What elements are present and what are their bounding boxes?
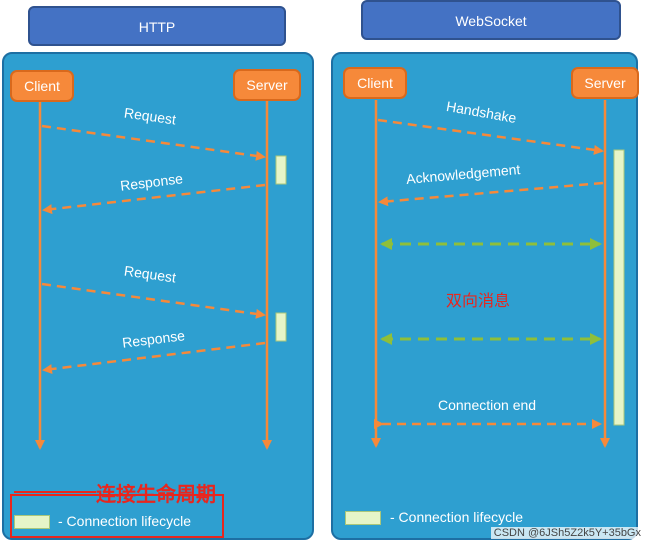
http-server-label: Server	[246, 77, 288, 93]
annotation-highlight-box	[10, 494, 224, 538]
ws-acknowledgement-arrow	[378, 181, 604, 207]
websocket-panel	[331, 52, 638, 540]
websocket-title: WebSocket	[455, 13, 527, 29]
ws-connection-end-label: Connection end	[438, 397, 537, 413]
ws-client-node: Client	[343, 67, 407, 99]
http-lifecycle-bar-1	[275, 155, 287, 185]
websocket-title-box: WebSocket	[361, 0, 621, 40]
ws-handshake-arrow	[377, 118, 604, 155]
http-server-node: Server	[233, 69, 301, 101]
ws-legend-swatch	[345, 511, 381, 525]
ws-legend-text: - Connection lifecycle	[390, 509, 524, 525]
http-lifecycle-bar-2	[275, 312, 287, 342]
http-title: HTTP	[138, 19, 176, 35]
ws-client-label: Client	[357, 75, 393, 91]
http-response-1-arrow	[42, 183, 266, 215]
http-legend-swatch	[14, 515, 50, 529]
ws-server-node: Server	[571, 67, 639, 99]
ws-server-label: Server	[584, 75, 626, 91]
http-client-node: Client	[10, 70, 74, 102]
http-request-2-arrow	[41, 282, 266, 319]
csdn-watermark: CSDN @6JSh5Z2k5Y+35bGx	[490, 527, 644, 539]
http-response-2-arrow	[42, 341, 266, 374]
ws-lifecycle-bar	[613, 149, 625, 426]
ws-bidirectional-label: 双向消息	[446, 291, 511, 310]
http-legend-text: - Connection lifecycle	[58, 513, 192, 529]
http-request-1-arrow	[41, 124, 266, 161]
http-panel	[2, 52, 314, 540]
http-title-box: HTTP	[28, 6, 286, 46]
http-client-label: Client	[24, 78, 60, 94]
